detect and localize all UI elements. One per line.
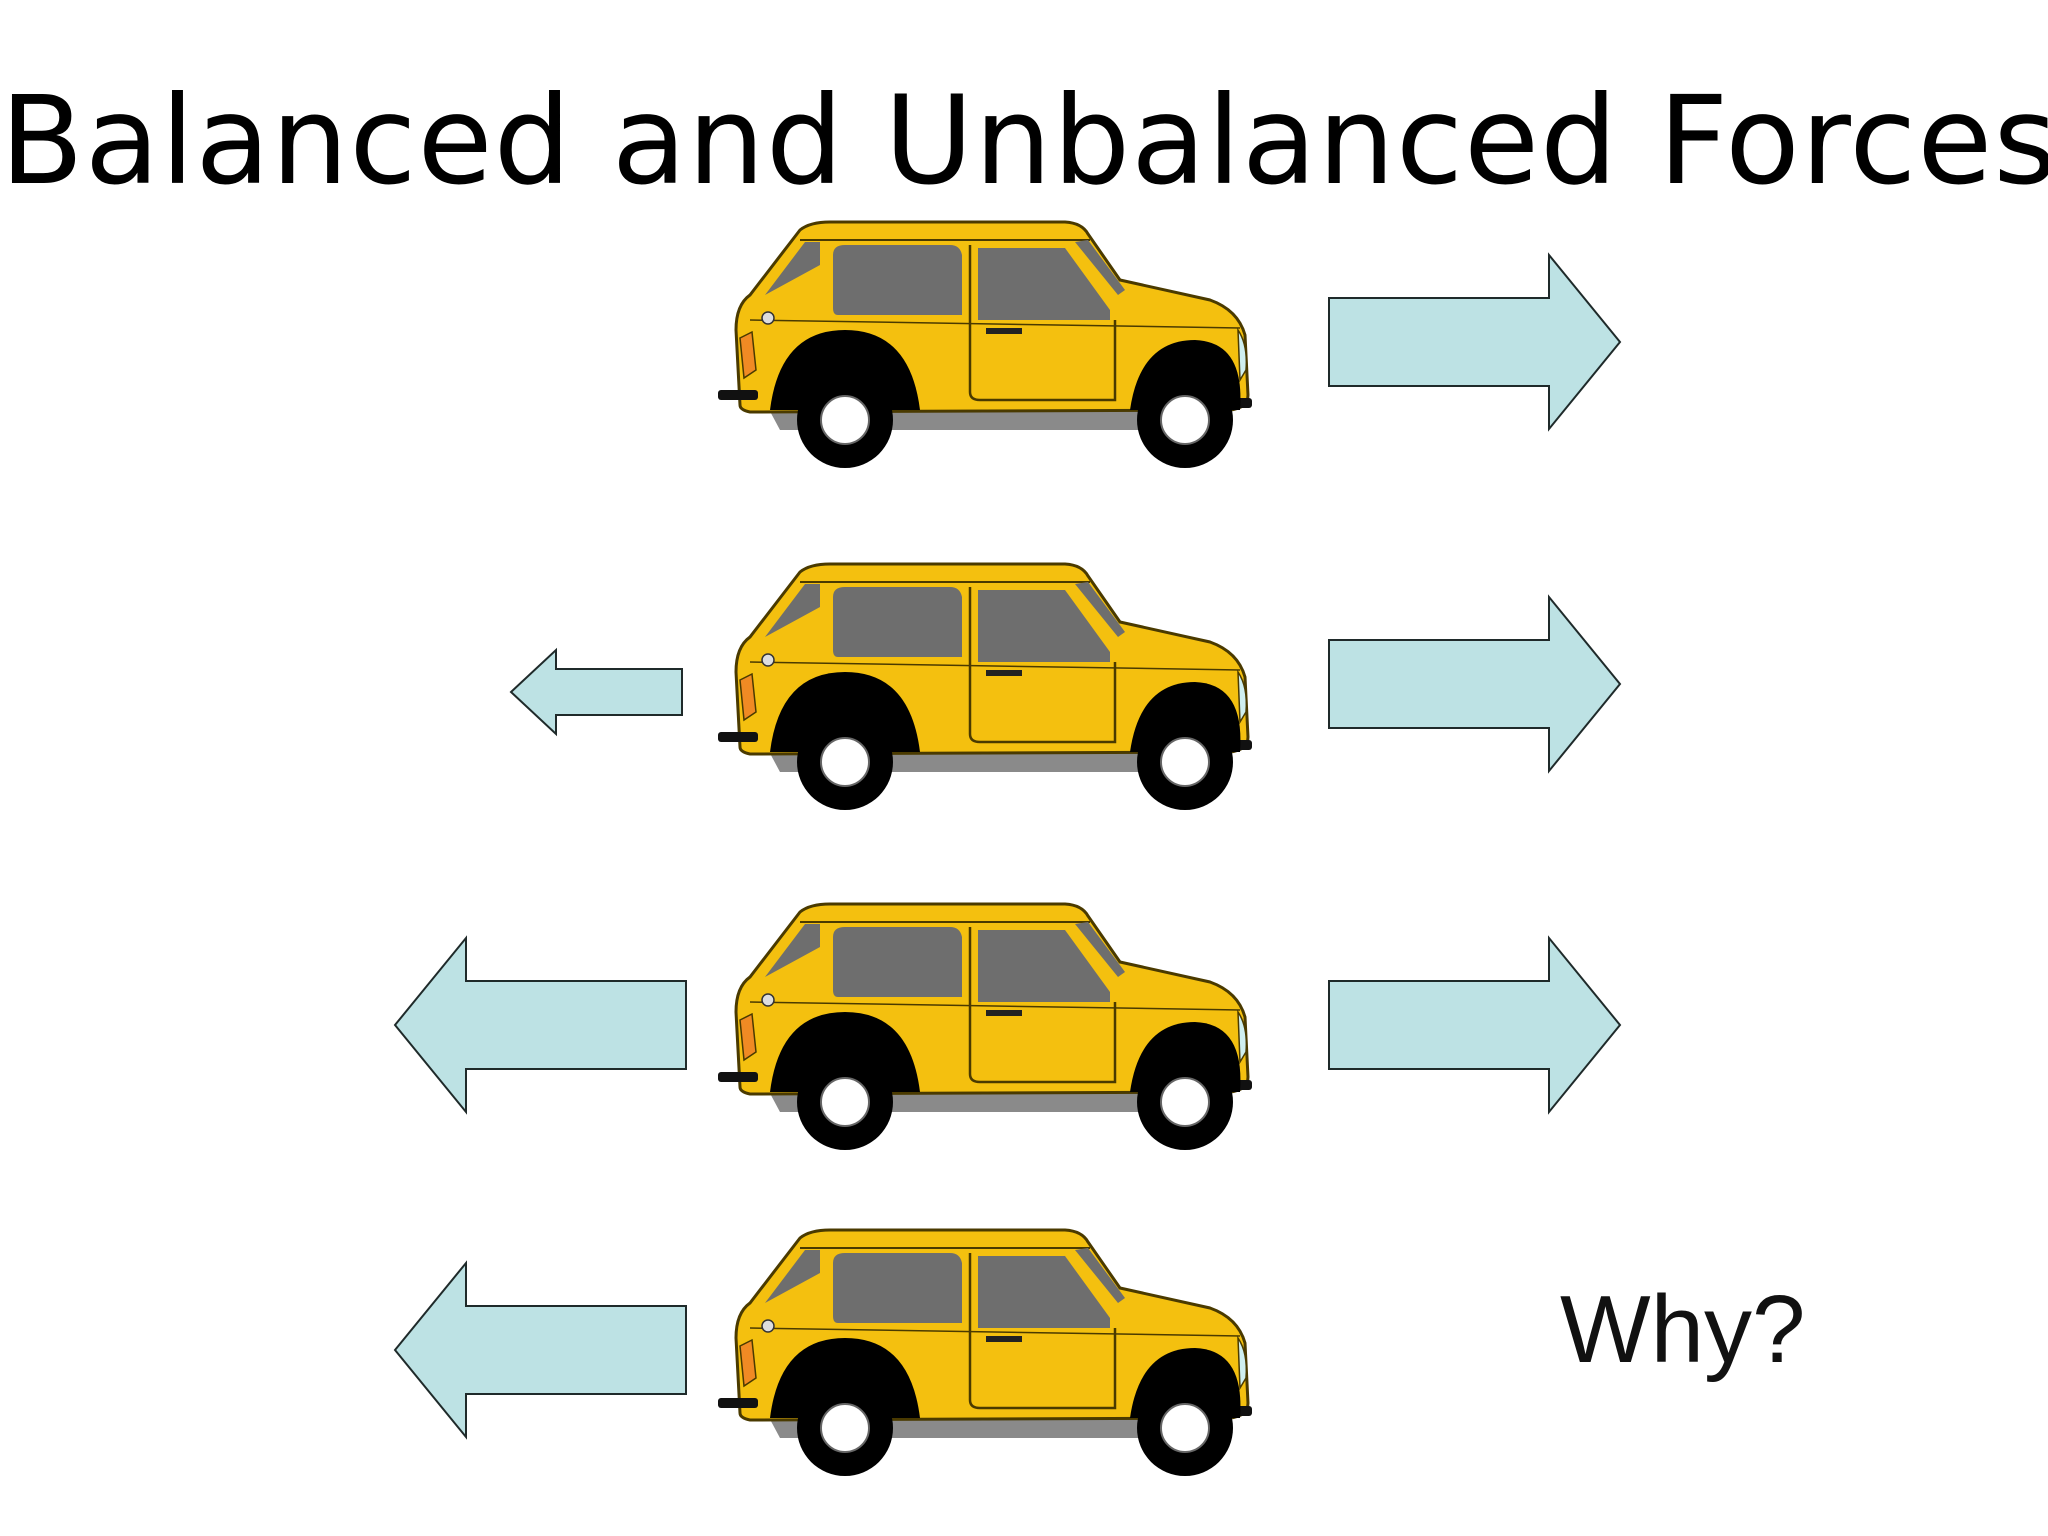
right-force-arrow-row-3	[1328, 935, 1622, 1115]
car-row-2	[716, 562, 1254, 812]
slide-title: Balanced and Unbalanced Forces	[0, 70, 2048, 212]
question-label: Why?	[1560, 1276, 1806, 1383]
car-row-4	[716, 1228, 1254, 1478]
left-force-arrow-row-4	[393, 1260, 687, 1440]
left-force-arrow-row-3	[393, 935, 687, 1115]
left-force-arrow-small-row-2	[509, 647, 683, 737]
right-force-arrow-row-2	[1328, 594, 1622, 774]
car-row-1	[716, 220, 1254, 470]
right-force-arrow-row-1	[1328, 252, 1622, 432]
car-row-3	[716, 902, 1254, 1152]
